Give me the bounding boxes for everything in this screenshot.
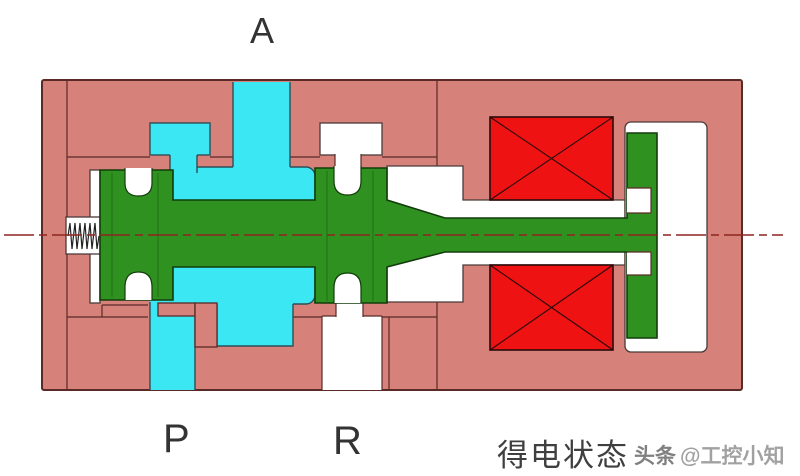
armature-recess-bottom — [627, 252, 651, 275]
r-slot-top — [319, 122, 383, 156]
solenoid-coil-top — [489, 116, 614, 201]
return-spring-icon — [67, 222, 100, 250]
fluid-slot-top-left — [149, 122, 211, 156]
port-a-label: A — [250, 10, 275, 51]
armature-recess-top — [627, 188, 651, 213]
body-internal-lines — [66, 81, 438, 390]
watermark-handle: @工控小知 — [680, 445, 785, 468]
shelf-bar — [157, 302, 196, 317]
port-p-label: P — [163, 417, 190, 461]
state-caption: 得电状态 — [497, 438, 629, 473]
o-ring-grooves — [124, 166, 362, 303]
port-r-channel — [322, 316, 382, 390]
watermark-prefix: 头条 — [634, 445, 676, 468]
solenoid-coil-bottom — [489, 264, 614, 351]
port-a-channel — [233, 82, 290, 172]
shelf-tooth — [194, 302, 218, 348]
r-passages — [319, 122, 383, 390]
fluid-recess-bottom-center — [217, 296, 293, 346]
watermark: 头条@工控小知 — [634, 440, 784, 470]
port-r-label: R — [333, 419, 362, 463]
